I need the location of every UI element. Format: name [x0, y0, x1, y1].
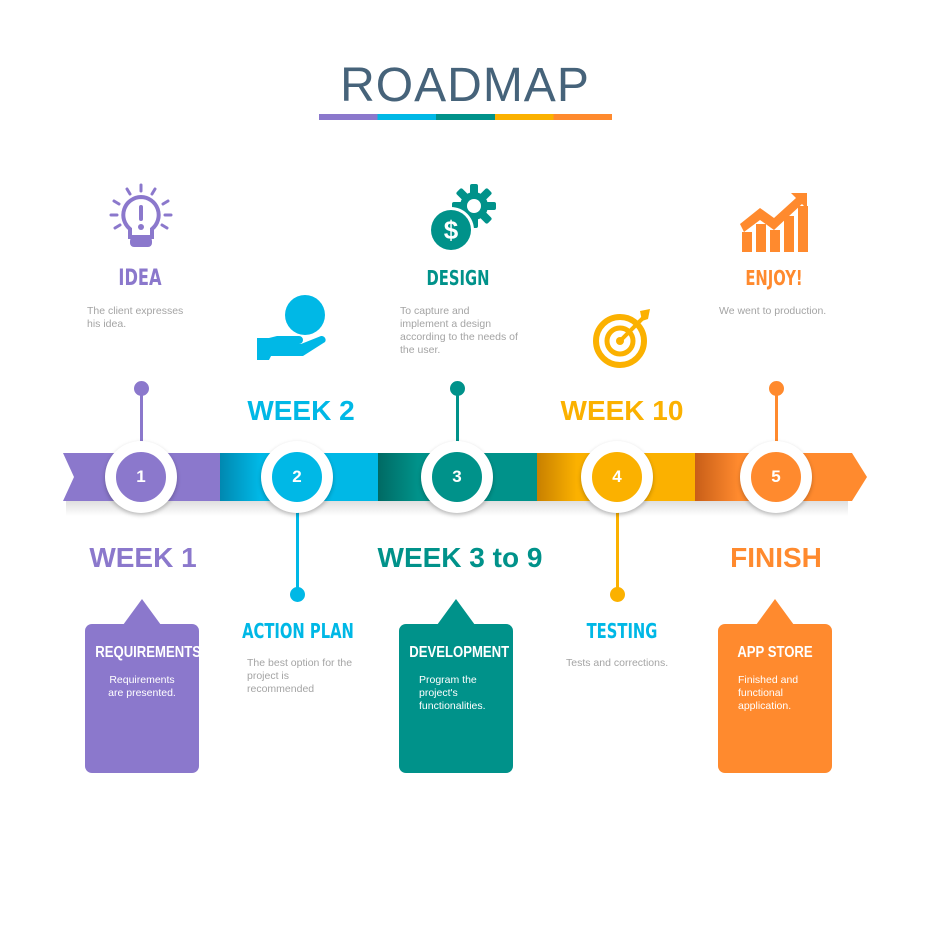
dollar-gear-icon: $ — [428, 184, 496, 253]
card-desc: Requirements are presented. — [108, 674, 176, 699]
week-label-5: FINISH — [730, 542, 822, 573]
connector-3 — [456, 392, 459, 444]
page-title: ROADMAP — [340, 59, 590, 112]
card-desc: Program the project's functionalities. — [419, 674, 486, 712]
step-marker-3: 3 — [421, 441, 493, 513]
step-desc-idea: The client expresses his idea. — [87, 305, 184, 330]
lightbulb-icon — [109, 183, 173, 247]
step-title-enjoy: ENJOY! — [745, 266, 803, 290]
card-development: DEVELOPMENT Program the project's functio… — [399, 599, 513, 773]
card-requirements: REQUIREMENTS Requirements are presented. — [85, 599, 201, 773]
week-label-1: WEEK 1 — [89, 542, 197, 573]
step-number: 5 — [748, 449, 804, 505]
step-marker-5: 5 — [740, 441, 812, 513]
step-marker-4: 4 — [581, 441, 653, 513]
target-icon — [593, 309, 650, 368]
step-number: 1 — [113, 449, 169, 505]
step-marker-2: 2 — [261, 441, 333, 513]
week-label-2: WEEK 2 — [247, 395, 355, 426]
step-title-idea: IDEA — [118, 266, 162, 291]
connector-dot-5 — [769, 381, 784, 396]
card-app-store: APP STORE Finished and functional applica… — [718, 599, 832, 773]
connector-5 — [775, 392, 778, 444]
step-title-action-plan: ACTION PLAN — [242, 619, 354, 643]
svg-text:$: $ — [444, 215, 459, 245]
card-desc: Finished and functional application. — [738, 674, 799, 712]
hand-coin-icon — [257, 295, 326, 360]
step-desc-action-plan: The best option for the project is recom… — [247, 657, 353, 695]
week-label-3: WEEK 3 to 9 — [377, 542, 543, 573]
connector-dot-1 — [134, 381, 149, 396]
step-title-design: DESIGN — [426, 266, 490, 290]
step-desc-testing: Tests and corrections. — [566, 657, 669, 669]
step-number: 4 — [589, 449, 645, 505]
card-title: APP STORE — [737, 644, 813, 661]
step-desc-design: To capture and implement a design accord… — [400, 305, 518, 356]
connector-dot-3 — [450, 381, 465, 396]
week-label-4: WEEK 10 — [560, 395, 684, 426]
title-underline — [319, 114, 612, 120]
connector-4 — [616, 510, 619, 594]
step-marker-1: 1 — [105, 441, 177, 513]
connector-dot-4 — [610, 587, 625, 602]
step-number: 3 — [429, 449, 485, 505]
card-title: DEVELOPMENT — [409, 644, 510, 661]
connector-dot-2 — [290, 587, 305, 602]
connector-1 — [140, 392, 143, 444]
step-number: 2 — [269, 449, 325, 505]
step-desc-enjoy: We went to production. — [719, 305, 827, 317]
connector-2 — [296, 510, 299, 594]
growth-chart-icon — [740, 193, 808, 252]
step-title-testing: TESTING — [586, 619, 658, 643]
card-title: REQUIREMENTS — [95, 644, 201, 661]
